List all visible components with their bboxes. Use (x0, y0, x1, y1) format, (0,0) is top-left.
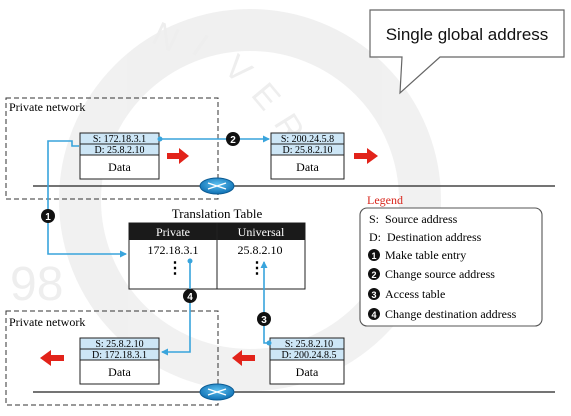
callout-bubble: Single global address (369, 9, 565, 95)
step-badge-4: 4 (183, 289, 197, 303)
step-badge-1: 1 (41, 209, 55, 223)
packet-source: S: 25.8.2.10 (285, 339, 333, 350)
packet-destination: D: 172.18.3.1 (92, 350, 147, 361)
legend-item: Make table entry (385, 248, 466, 262)
bottom-private-network (5, 310, 219, 406)
svg-text:4: 4 (371, 310, 376, 320)
svg-text:4: 4 (187, 292, 193, 303)
legend-badge-2 (368, 268, 380, 280)
top-network-label: Private network (9, 100, 85, 114)
legend-item: Change source address (385, 267, 495, 281)
packet-destination: D: 200.24.8.5 (282, 350, 337, 361)
packet-incoming-private: S: 25.8.2.10 D: 172.18.3.1 Data (79, 337, 160, 385)
legend-item: Access table (385, 287, 445, 301)
packet-data: Data (296, 365, 319, 379)
packet-data: Data (108, 365, 131, 379)
svg-text:1: 1 (371, 251, 376, 261)
svg-text:3: 3 (371, 290, 376, 300)
top-private-network (5, 97, 219, 200)
translation-table: Private Universal 172.18.3.1 25.8.2.10 ⋮… (128, 222, 306, 290)
step-badge-3: 3 (257, 312, 271, 326)
flow-arrow-make-entry (47, 140, 127, 258)
packet-data: Data (108, 160, 131, 174)
table-private-value: 172.18.3.1 (148, 243, 199, 257)
legend-badge-4 (368, 308, 380, 320)
table-title: Translation Table (172, 206, 263, 221)
direction-arrow-right (167, 148, 189, 164)
watermark-letter: V (217, 48, 260, 92)
direction-arrow-left (40, 350, 64, 366)
packet-outgoing-global: S: 200.24.5.8 D: 25.8.2.10 Data (270, 132, 345, 180)
direction-arrow-left (232, 350, 255, 366)
packet-destination: D: 25.8.2.10 (283, 145, 333, 156)
watermark-letter: E (244, 76, 288, 118)
svg-text:3: 3 (261, 315, 267, 326)
table-header-universal: Universal (238, 225, 285, 239)
packet-source: S: 172.18.3.1 (93, 134, 146, 145)
watermark-number: 98 (10, 258, 63, 311)
svg-text:2: 2 (230, 135, 236, 146)
packet-incoming-global: S: 25.8.2.10 D: 200.24.8.5 Data (269, 337, 345, 385)
svg-text:2: 2 (371, 270, 376, 280)
direction-arrow-right (354, 148, 378, 164)
callout-text: Single global address (386, 25, 549, 44)
router-icon (199, 383, 235, 401)
packet-outgoing-private: S: 172.18.3.1 D: 25.8.2.10 Data (79, 132, 160, 180)
table-universal-value: 25.8.2.10 (238, 243, 283, 257)
router-icon (199, 177, 235, 195)
legend-source: S: Source address (369, 212, 458, 226)
bottom-network-label: Private network (9, 315, 85, 329)
legend-box: S: Source address D: Destination address… (359, 207, 543, 327)
legend-destination: D: Destination address (369, 230, 482, 244)
legend-title: Legend (367, 193, 403, 207)
packet-destination: D: 25.8.2.10 (95, 145, 145, 156)
packet-source: S: 25.8.2.10 (95, 339, 143, 350)
svg-text:1: 1 (45, 212, 51, 223)
legend-badge-3 (368, 288, 380, 300)
legend-item: Change destination address (385, 307, 517, 321)
table-header-private: Private (156, 225, 190, 239)
packet-data: Data (296, 160, 319, 174)
table-ellipsis: ⋮ (249, 260, 265, 277)
step-badge-2: 2 (226, 132, 240, 146)
table-ellipsis: ⋮ (167, 260, 183, 277)
legend-badge-1 (368, 249, 380, 261)
packet-source: S: 200.24.5.8 (281, 134, 334, 145)
